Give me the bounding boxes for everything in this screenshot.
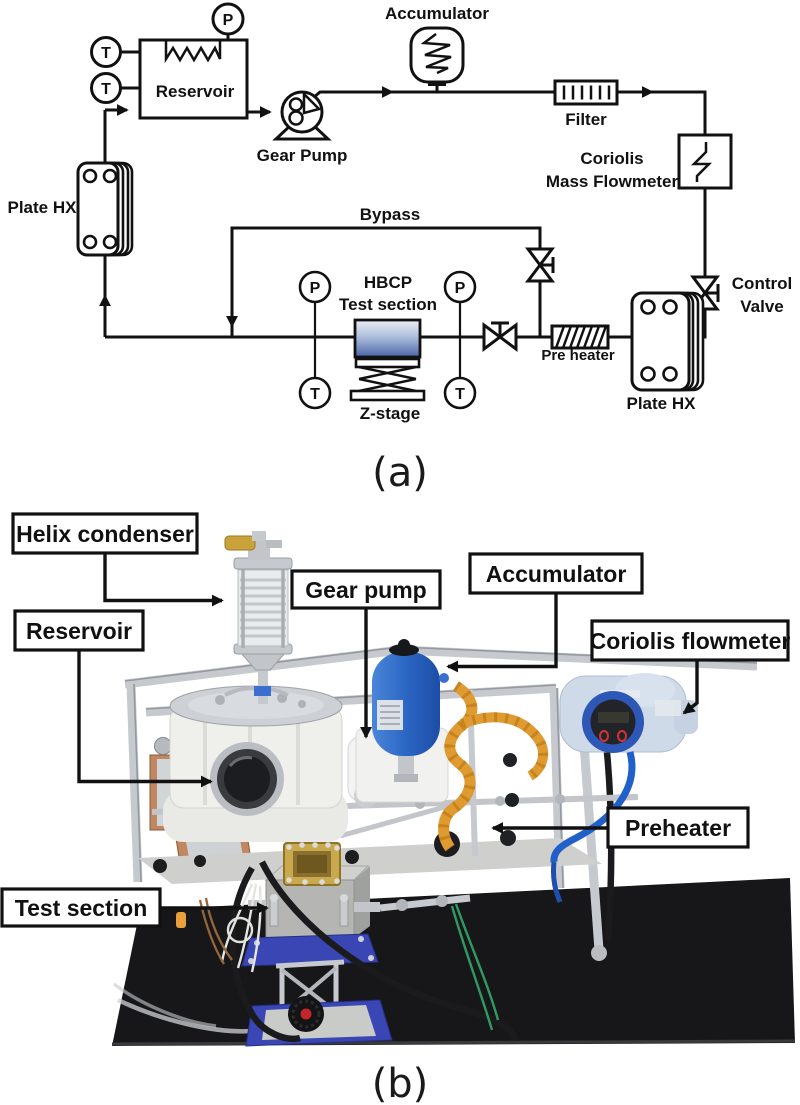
pressure-indicator: P <box>455 280 466 297</box>
bypass-valve-symbol: Bypass <box>360 205 555 283</box>
reservoir-label: Reservoir <box>156 82 235 101</box>
accumulator-callout: Accumulator <box>486 561 627 587</box>
plate-hx-right-symbol: Plate HX <box>627 291 705 413</box>
pre-heater-label: Pre heater <box>541 347 615 364</box>
photo-experimental-setup: Helix condenser Reservoir Gear pump Accu… <box>0 512 796 1105</box>
accumulator-photo <box>355 639 449 803</box>
coriolis-label-line2: Mass Flowmeter <box>546 172 679 191</box>
instrument-indicators: P T P T <box>298 270 477 410</box>
gear-pump-callout: Gear pump <box>305 577 426 603</box>
hbcp-label-line2: Test section <box>339 295 437 314</box>
accumulator-symbol: Accumulator <box>385 4 489 92</box>
coriolis-flowmeter-symbol: Coriolis Mass Flowmeter <box>546 133 733 191</box>
reservoir-symbol: Reservoir P T T <box>90 2 249 120</box>
shutoff-valve-symbol <box>482 321 518 352</box>
temperature-indicator: T <box>101 45 111 62</box>
pressure-indicator: P <box>223 12 234 29</box>
filter-label: Filter <box>565 110 607 129</box>
aluminum-frame <box>124 645 758 961</box>
caption-a: (a) <box>372 450 428 496</box>
schematic-diagram: Reservoir P T T Gear Pump Accumulator <box>8 2 792 496</box>
filter-symbol: Filter <box>553 79 619 129</box>
pre-heater-symbol: Pre heater <box>541 324 615 364</box>
test-section-symbol: HBCP Test section Z-stage <box>339 273 437 423</box>
z-stage-label: Z-stage <box>360 404 420 423</box>
hbcp-label-line1: HBCP <box>364 273 412 292</box>
preheater-photo <box>438 681 549 852</box>
helix-condenser-callout: Helix condenser <box>16 521 194 547</box>
helix-condenser-photo <box>224 531 293 704</box>
gear-pump-symbol: Gear Pump <box>257 90 348 165</box>
control-valve-symbol: Control Valve <box>690 274 792 316</box>
coriolis-label-line1: Coriolis <box>580 149 643 168</box>
caption-b: (b) <box>372 1061 429 1105</box>
control-valve-label-line1: Control <box>732 274 792 293</box>
reservoir-photo <box>163 685 348 842</box>
gear-pump-label: Gear Pump <box>257 146 348 165</box>
coriolis-flowmeter-callout: Coriolis flowmeter <box>590 628 791 654</box>
preheater-callout: Preheater <box>625 815 731 841</box>
plate-hx-left-symbol: Plate HX <box>8 161 134 257</box>
test-section-callout: Test section <box>15 895 148 921</box>
temperature-indicator: T <box>101 81 111 98</box>
plate-hx-right-label: Plate HX <box>627 394 697 413</box>
temperature-indicator: T <box>455 386 465 403</box>
plate-hx-left-label: Plate HX <box>8 198 78 217</box>
cables <box>176 860 520 1043</box>
accumulator-label: Accumulator <box>385 4 489 23</box>
bypass-label: Bypass <box>360 205 420 224</box>
control-valve-label-line2: Valve <box>740 297 784 316</box>
coriolis-flowmeter-photo <box>550 673 698 903</box>
reservoir-callout: Reservoir <box>26 618 132 644</box>
temperature-indicator: T <box>310 386 320 403</box>
photo-callouts: Helix condenser Reservoir Gear pump Accu… <box>0 512 791 928</box>
pressure-indicator: P <box>310 280 321 297</box>
piping <box>99 86 707 378</box>
